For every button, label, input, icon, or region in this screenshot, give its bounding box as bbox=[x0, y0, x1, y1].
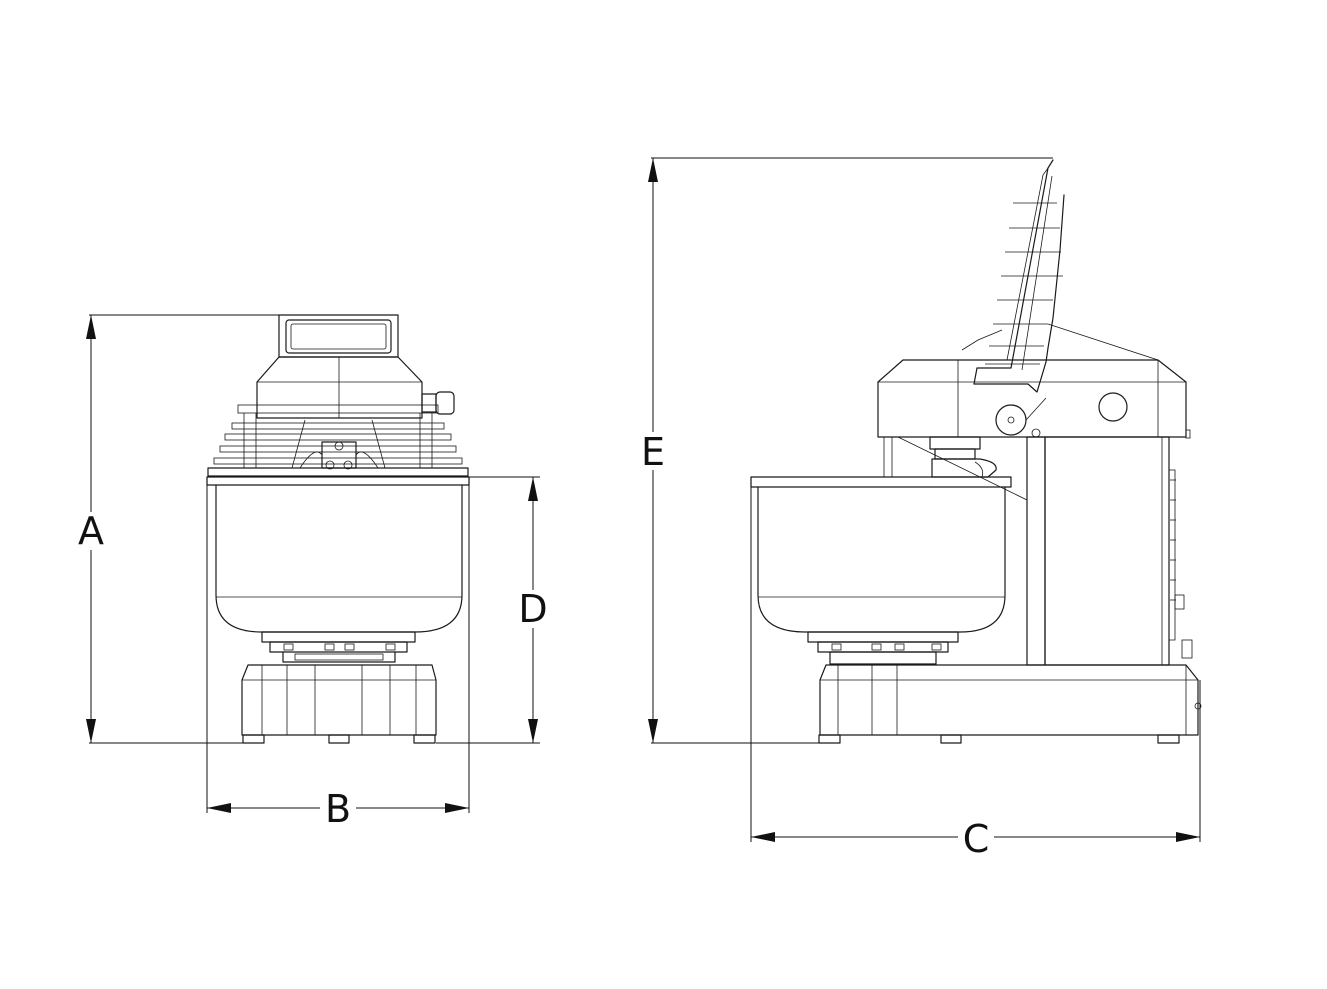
front-bowl bbox=[206, 476, 470, 643]
dimension-e-label: E bbox=[641, 430, 665, 474]
side-column bbox=[897, 436, 1193, 666]
dimension-a: A bbox=[78, 314, 279, 744]
side-head bbox=[877, 323, 1191, 439]
front-bowl-drive bbox=[269, 641, 408, 663]
dimension-d: D bbox=[436, 476, 548, 744]
dimension-b-label: B bbox=[325, 787, 351, 831]
front-motor-head bbox=[256, 356, 455, 419]
front-control-panel bbox=[278, 314, 399, 358]
side-view bbox=[750, 159, 1202, 744]
front-base bbox=[241, 664, 437, 744]
front-safety-guard bbox=[207, 404, 469, 477]
dimension-a-label: A bbox=[78, 509, 104, 553]
front-view bbox=[206, 314, 470, 744]
dimension-b: B bbox=[206, 477, 470, 831]
dimension-d-label: D bbox=[518, 587, 547, 631]
dimension-c: C bbox=[750, 477, 1201, 861]
dimension-e: E bbox=[641, 157, 1053, 744]
dimension-c-label: C bbox=[963, 817, 990, 861]
side-safety-guard-open bbox=[973, 159, 1065, 436]
side-base bbox=[818, 664, 1202, 744]
side-bowl bbox=[750, 476, 1012, 665]
side-spiral-drive bbox=[883, 436, 997, 478]
